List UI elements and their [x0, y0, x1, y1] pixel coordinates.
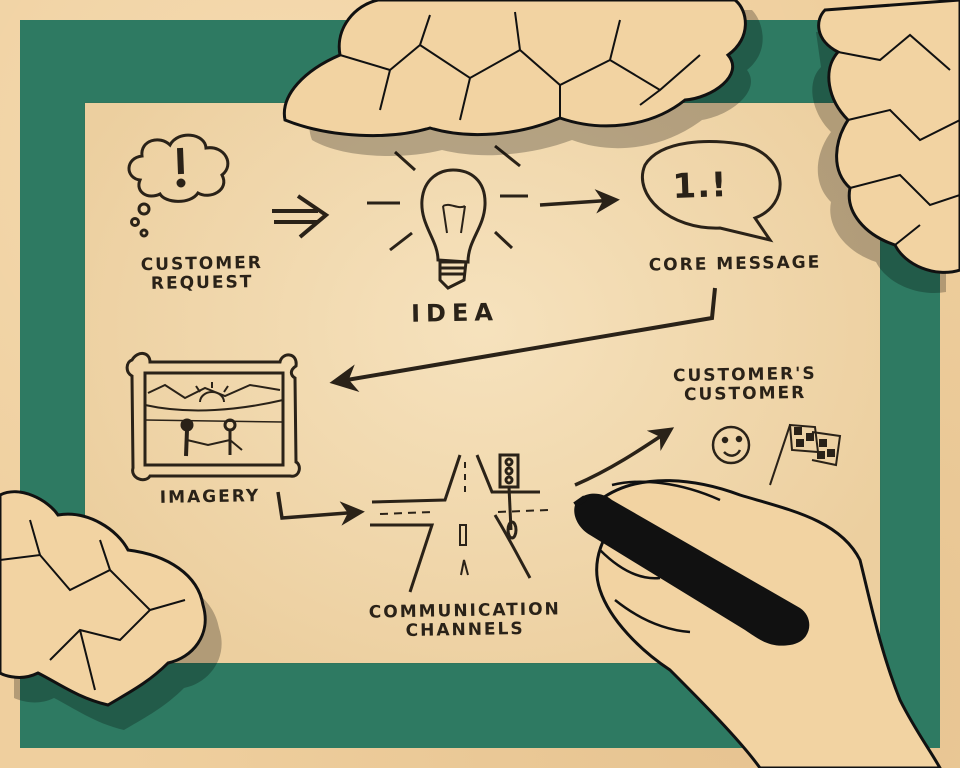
crumpled-paper-right-icon [812, 0, 960, 293]
label-line: CUSTOMER [140, 252, 264, 276]
double-arrow-icon [272, 194, 330, 239]
hand-holding-marker-icon [573, 479, 942, 768]
arrow-core-message-to-imagery [329, 287, 717, 393]
core-message-bubble-text: 1.! [671, 165, 729, 207]
road-crossing-traffic-light-icon [370, 453, 549, 593]
crumpled-paper-left-icon [0, 490, 222, 730]
imagery-label: IMAGERY [159, 486, 261, 508]
customer-request-label: CUSTOMER REQUEST [122, 252, 283, 294]
arrow-idea-to-core-message [539, 189, 620, 214]
label-line: REQUEST [150, 271, 254, 294]
smiley-face-icon [711, 425, 751, 465]
framed-picture-icon [125, 352, 301, 482]
customers-customer-label: CUSTOMER'S CUSTOMER [660, 364, 831, 405]
checkered-flag-icon [769, 423, 842, 486]
arrow-imagery-to-channels [276, 491, 365, 526]
label-line: CUSTOMER [683, 382, 807, 405]
thought-bubble-exclamation-icon [127, 133, 230, 238]
communication-channels-label: COMMUNICATION CHANNELS [340, 599, 591, 642]
core-message-label: CORE MESSAGE [648, 252, 822, 276]
idea-label: IDEA [410, 298, 500, 328]
speech-bubble-number-one-icon [641, 140, 782, 243]
lightbulb-icon [367, 144, 528, 290]
crumpled-paper-top-icon [282, 0, 763, 156]
arrow-channels-to-customers-customer [574, 427, 675, 487]
